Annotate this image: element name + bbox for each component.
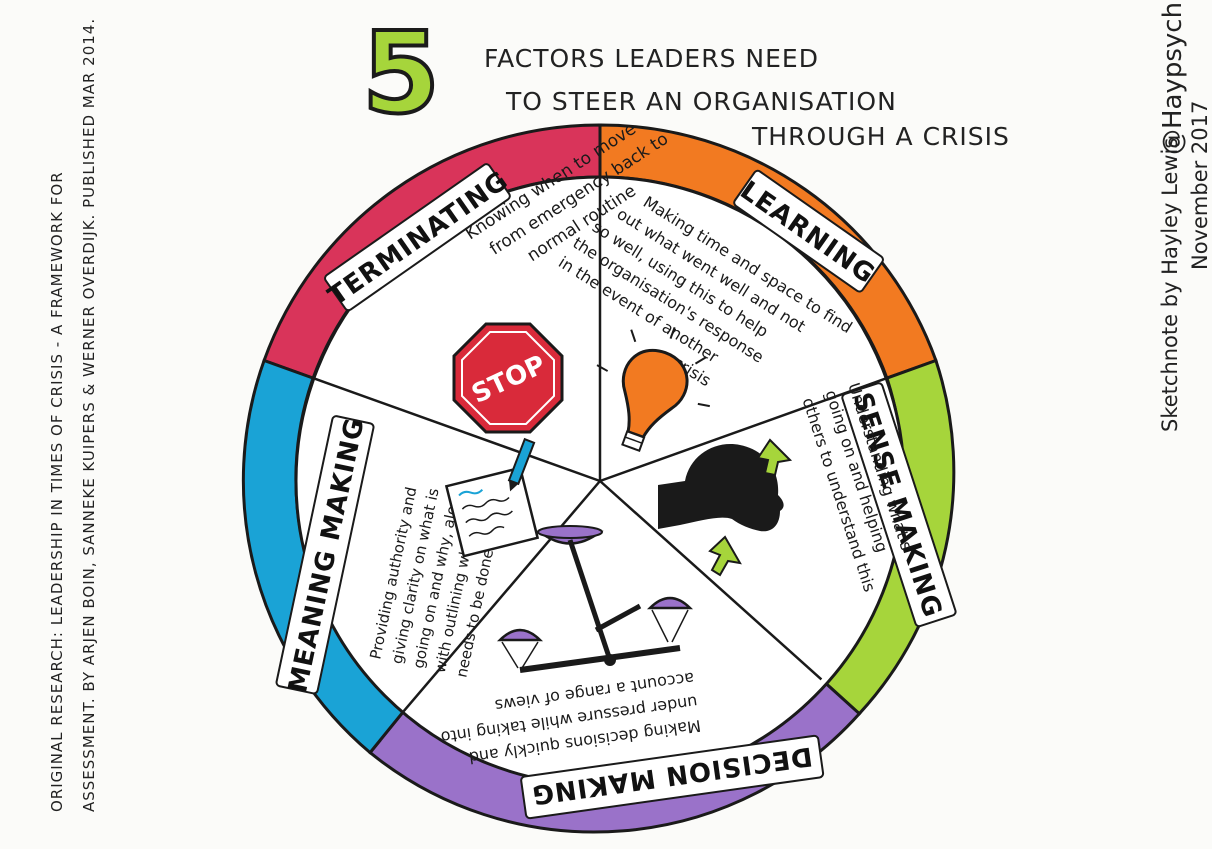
title-number: 5 bbox=[360, 9, 442, 139]
label-box-sense-making bbox=[841, 382, 957, 628]
light-bulb-icon bbox=[596, 327, 710, 452]
label-box-meaning-making bbox=[275, 415, 375, 695]
title-line-1: FACTORS LEADERS NEED bbox=[484, 44, 819, 73]
title-line-2: TO STEER AN ORGANISATION bbox=[506, 87, 897, 116]
notepad-pen-icon bbox=[444, 437, 540, 558]
label-box-decision-making bbox=[520, 734, 825, 820]
title-line-3: THROUGH A CRISIS bbox=[752, 122, 1010, 151]
spoke-bottom-left bbox=[402, 480, 601, 713]
spoke-left bbox=[312, 376, 601, 483]
head-silhouette-icon bbox=[658, 438, 793, 577]
label-box-terminating bbox=[324, 163, 511, 312]
divider-spokes bbox=[312, 177, 888, 713]
segment-decision-making: DECISION MAKING Making decisions quickly… bbox=[440, 525, 825, 820]
balance-scale-icon bbox=[496, 525, 694, 673]
label-box-learning bbox=[733, 169, 884, 293]
spoke-bottom-right bbox=[599, 480, 823, 681]
spoke-right bbox=[599, 376, 888, 483]
stop-sign-icon: STOP bbox=[452, 322, 564, 434]
